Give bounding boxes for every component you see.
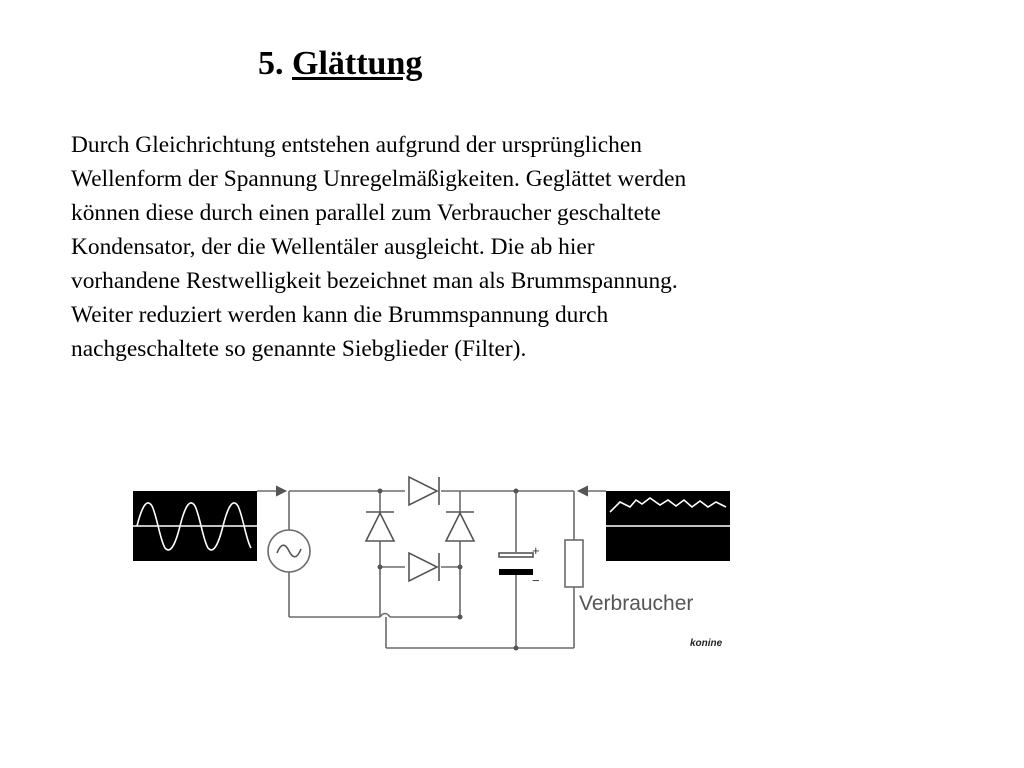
load-label: Verbraucher xyxy=(579,592,693,615)
capacitor-plus-label: + xyxy=(532,543,540,558)
capacitor-symbol: + − xyxy=(498,543,540,588)
diode-top xyxy=(408,475,440,507)
body-line: nachgeschaltete so genannte Siebglieder … xyxy=(71,336,527,362)
body-line: Kondensator, der die Wellentäler ausglei… xyxy=(71,234,595,260)
title-text: Glättung xyxy=(292,45,423,82)
body-line: Wellenform der Spannung Unregelmäßigkeit… xyxy=(71,166,687,192)
body-line: Durch Gleichrichtung entstehen aufgrund … xyxy=(71,132,642,158)
page-title: 5. Glättung xyxy=(258,44,422,84)
ripple-wave xyxy=(609,497,727,513)
junction-dots xyxy=(377,488,519,651)
diode-right xyxy=(444,511,476,542)
title-number: 5. xyxy=(258,45,284,82)
diode-middle xyxy=(408,551,440,583)
body-line: können diese durch einen parallel zum Ve… xyxy=(71,200,661,226)
input-oscilloscope xyxy=(133,491,257,561)
body-paragraph: Durch Gleichrichtung entstehen aufgrund … xyxy=(71,128,871,366)
sine-wave xyxy=(136,502,252,551)
body-line: vorhandene Restwelligkeit bezeichnet man… xyxy=(71,268,678,294)
capacitor-minus-label: − xyxy=(532,573,540,588)
body-line: Weiter reduziert werden kann die Brummsp… xyxy=(71,302,609,328)
output-oscilloscope xyxy=(606,491,730,561)
signature: konine xyxy=(690,638,723,649)
load-resistor-symbol xyxy=(564,539,584,588)
diode-left xyxy=(364,511,396,542)
ac-source-symbol xyxy=(267,529,311,573)
